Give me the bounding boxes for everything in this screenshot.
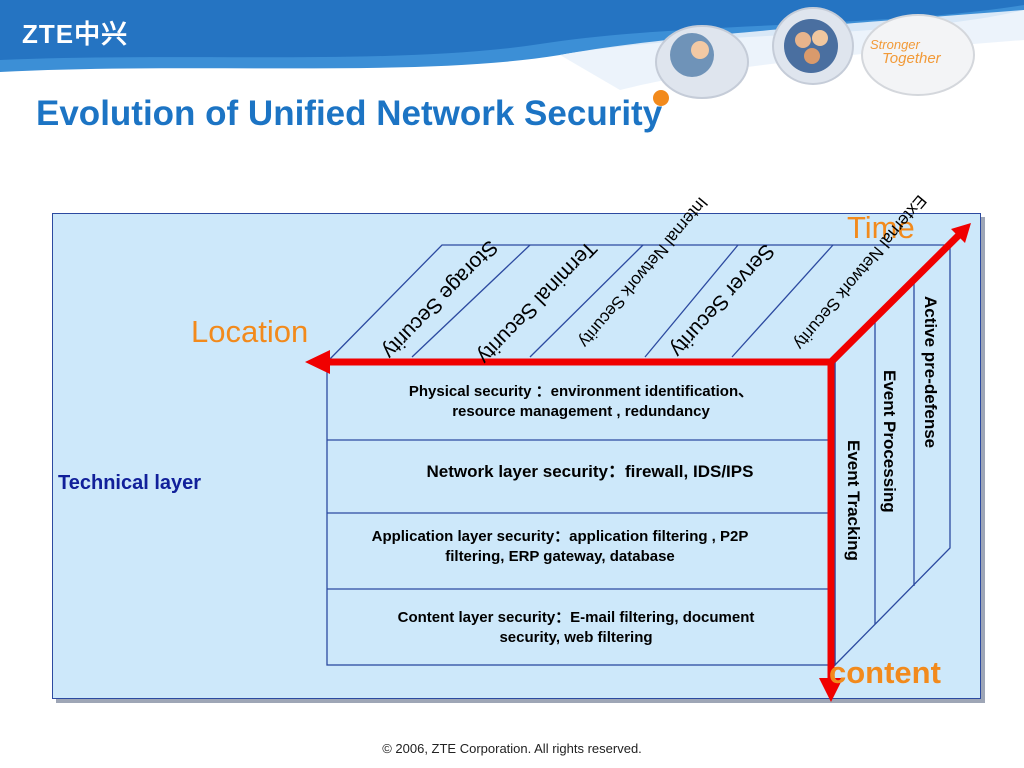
content-label: content xyxy=(829,655,941,690)
diagram-panel xyxy=(52,213,981,699)
active-pre-defense-label: Active pre-defense xyxy=(921,296,940,449)
time-label: Time xyxy=(847,210,915,245)
header-band xyxy=(0,0,1024,106)
network-security-text: Network layer security：firewall, IDS/IPS xyxy=(336,462,844,482)
top-divider xyxy=(529,244,644,358)
location-arrowhead xyxy=(305,350,330,374)
zte-logo: ZTE中兴 xyxy=(22,19,129,49)
application-security-line-1: Application layer security：application f… xyxy=(371,528,749,545)
time-arrowhead xyxy=(951,223,971,243)
top-divider xyxy=(731,244,834,358)
content-arrowhead xyxy=(819,678,843,702)
slogan-line-1: Stronger xyxy=(870,37,920,52)
people-photo-2 xyxy=(772,7,854,85)
content-security-line-2: security, web filtering xyxy=(499,629,653,646)
physical-security-line-1: Physical security ：environment identific… xyxy=(408,383,754,400)
application-security-text: Application layer security：application f… xyxy=(330,527,790,567)
top-divider xyxy=(644,244,739,358)
slogan-bubble xyxy=(861,14,975,96)
application-security-line-2: filtering, ERP gateway, database xyxy=(445,548,675,565)
technical-layer-label: Technical layer xyxy=(58,472,202,494)
location-label: Location xyxy=(191,314,309,349)
physical-security-text: Physical security ：environment identific… xyxy=(336,382,826,422)
event-processing-label: Event Processing xyxy=(880,370,899,513)
content-security-text: Content layer security：E-mail filtering,… xyxy=(350,608,802,648)
event-tracking-label: Event Tracking xyxy=(844,440,863,561)
top-divider xyxy=(411,244,531,358)
orange-dot xyxy=(653,90,669,106)
slogan: Stronger Together xyxy=(870,37,941,67)
time-arrow xyxy=(826,227,967,367)
slogan-line-2: Together xyxy=(882,50,941,67)
copyright-footer: © 2006, ZTE Corporation. All rights rese… xyxy=(382,741,642,756)
physical-security-line-2: resource management , redundancy xyxy=(452,403,710,420)
people-photo-1 xyxy=(655,25,749,99)
page-title: Evolution of Unified Network Security xyxy=(36,94,663,133)
network-security-line-1: Network layer security：firewall, IDS/IPS xyxy=(426,462,754,481)
content-security-line-1: Content layer security：E-mail filtering,… xyxy=(397,609,755,626)
